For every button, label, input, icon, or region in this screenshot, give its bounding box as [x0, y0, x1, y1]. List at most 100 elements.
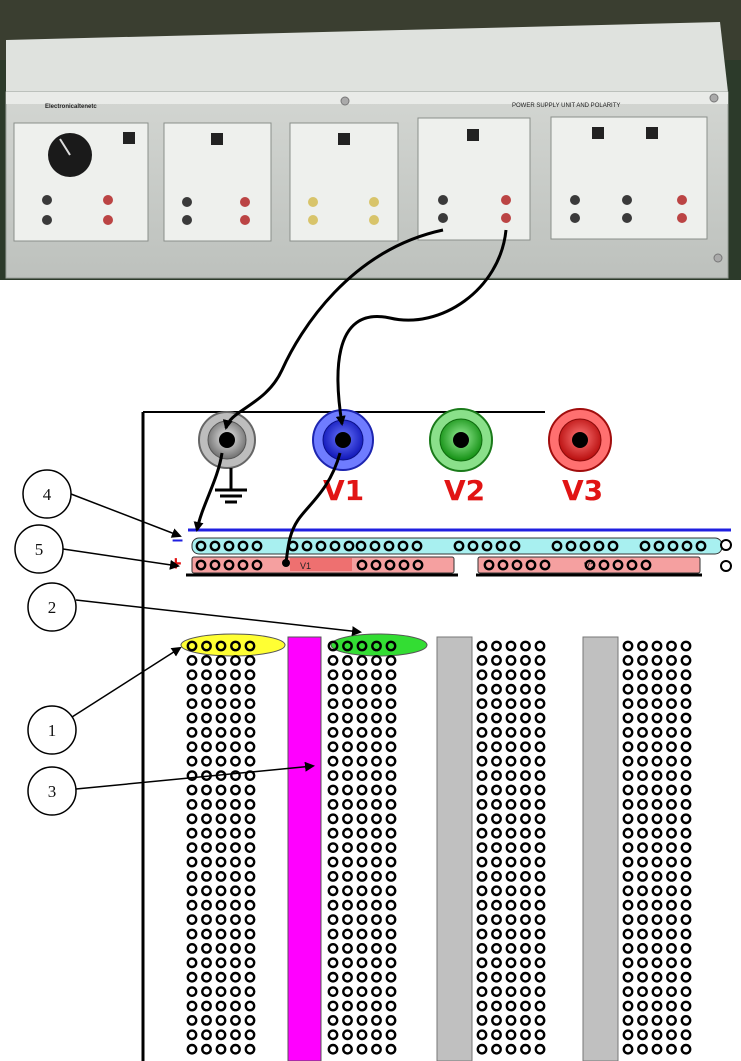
breadboard-hole	[534, 683, 546, 695]
breadboard-hole	[371, 1029, 382, 1041]
v1-to-rail-wire	[284, 452, 342, 563]
breadboard-hole	[342, 885, 353, 897]
breadboard-hole	[215, 885, 227, 897]
breadboard-hole	[491, 712, 502, 724]
breadboard-hole	[201, 669, 212, 681]
breadboard-hole	[215, 741, 227, 753]
module-switch[interactable]	[123, 132, 135, 144]
breadboard-hole	[651, 1015, 663, 1026]
breadboard-hole	[385, 741, 397, 753]
breadboard-hole	[476, 1043, 488, 1055]
module-switch[interactable]	[338, 133, 350, 145]
terminal-v3[interactable]	[548, 408, 612, 472]
module-switch[interactable]	[211, 133, 223, 145]
breadboard-hole	[385, 755, 397, 767]
breadboard-hole	[342, 1015, 353, 1026]
breadboard-hole	[505, 842, 517, 853]
breadboard-hole	[680, 727, 692, 738]
breadboard-hole	[680, 871, 692, 882]
breadboard-hole	[626, 559, 638, 571]
breadboard-hole	[534, 971, 546, 983]
breadboard-hole	[505, 1043, 517, 1055]
breadboard-hole	[534, 813, 546, 825]
breadboard-hole	[666, 770, 677, 781]
breadboard-hole	[251, 540, 263, 552]
breadboard-hole	[491, 698, 502, 709]
breadboard-hole	[491, 856, 502, 868]
breadboard-hole	[622, 683, 634, 695]
breadboard-hole	[201, 1015, 212, 1026]
breadboard-hole	[385, 943, 397, 954]
breadboard-hole	[622, 784, 634, 796]
svg-text:1: 1	[48, 721, 57, 740]
breadboard-hole	[327, 856, 339, 868]
breadboard-hole	[342, 914, 353, 925]
breadboard-hole	[215, 899, 227, 911]
breadboard-hole	[230, 741, 241, 753]
module-switch[interactable]	[467, 129, 479, 141]
breadboard-hole	[505, 1029, 517, 1041]
breadboard-hole	[637, 943, 648, 954]
breadboard-hole	[356, 986, 368, 997]
breadboard-hole	[622, 957, 634, 969]
breadboard-hole	[369, 540, 381, 552]
breadboard-hole	[356, 655, 368, 666]
breadboard-hole	[593, 540, 605, 552]
breadboard-hole	[491, 957, 502, 969]
breadboard-hole	[534, 914, 546, 925]
breadboard-hole	[622, 885, 634, 897]
breadboard-hole	[371, 712, 382, 724]
breadboard-hole	[244, 928, 256, 940]
breadboard-hole	[666, 1043, 677, 1055]
breadboard-hole	[476, 741, 488, 753]
breadboard-hole	[356, 842, 368, 853]
breadboard-hole	[637, 871, 648, 882]
breadboard-hole	[695, 540, 707, 552]
breadboard-hole	[680, 799, 692, 810]
terminal-v2[interactable]	[429, 408, 493, 472]
breadboard-hole	[385, 856, 397, 868]
breadboard-hole	[186, 1029, 198, 1041]
breadboard-hole	[186, 986, 198, 997]
breadboard-hole	[491, 683, 502, 695]
breadboard-hole	[343, 540, 355, 552]
breadboard-hole	[230, 899, 241, 911]
breadboard-hole	[201, 856, 212, 868]
breadboard-hole	[491, 655, 502, 666]
breadboard-hole	[483, 559, 495, 571]
breadboard-hole	[640, 559, 652, 571]
breadboard-hole-grid	[186, 640, 692, 1055]
breadboard-hole	[651, 971, 663, 983]
terminal-v1[interactable]	[312, 409, 374, 471]
breadboard-hole	[680, 698, 692, 709]
rail-end-hole	[720, 539, 732, 551]
breadboard-hole	[327, 770, 339, 781]
svg-text:5: 5	[35, 540, 44, 559]
breadboard-hole	[201, 813, 212, 825]
breadboard-hole	[356, 799, 368, 810]
breadboard-hole	[534, 957, 546, 969]
breadboard-hole	[327, 683, 339, 695]
breadboard-hole	[342, 655, 353, 666]
terminal-ground[interactable]	[198, 411, 256, 469]
module-switch[interactable]	[592, 127, 604, 139]
breadboard-hole	[385, 1043, 397, 1055]
green-group-highlight	[330, 633, 428, 657]
breadboard-hole	[237, 540, 249, 552]
jack-icon	[501, 213, 511, 223]
breadboard-hole	[186, 799, 198, 810]
breadboard-hole	[244, 914, 256, 925]
breadboard-hole	[637, 1000, 648, 1012]
breadboard-hole	[244, 1029, 256, 1041]
breadboard-hole	[666, 712, 677, 724]
breadboard-hole	[342, 799, 353, 810]
breadboard-hole	[534, 727, 546, 738]
module-switch[interactable]	[646, 127, 658, 139]
breadboard-hole	[244, 712, 256, 724]
breadboard-hole	[327, 885, 339, 897]
breadboard-hole	[491, 842, 502, 853]
breadboard-hole	[356, 928, 368, 940]
breadboard-hole	[520, 856, 531, 868]
breadboard-hole	[520, 1043, 531, 1055]
breadboard-hole	[186, 698, 198, 709]
